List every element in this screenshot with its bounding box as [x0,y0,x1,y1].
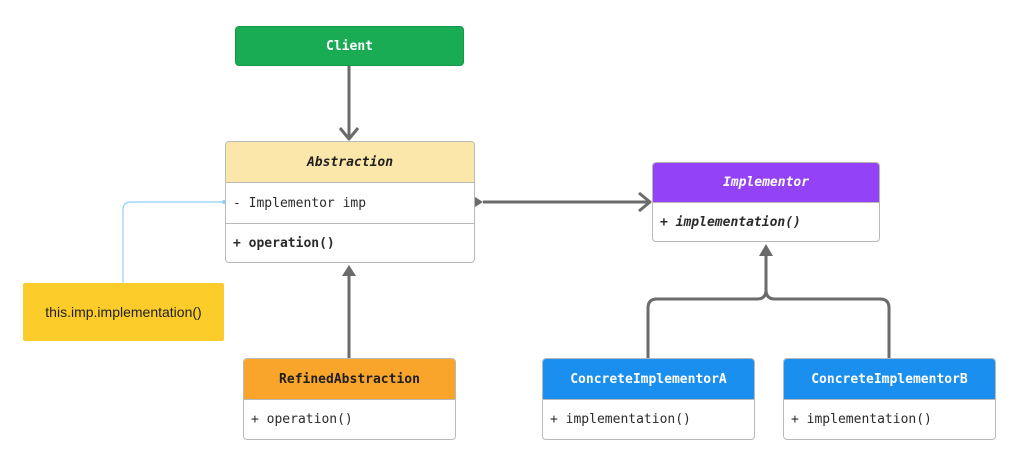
abstraction-class-name: Abstraction [226,142,474,183]
client-class-name: Client [326,38,373,54]
implementor-method: + implementation() [660,214,801,230]
implementor-class-box[interactable]: Implementor + implementation() [652,162,880,242]
abstraction-class-box[interactable]: Abstraction - Implementor imp + operatio… [225,141,475,263]
refined-abstraction-method: + operation() [251,412,353,427]
client-class-box[interactable]: Client [235,26,464,66]
concrete-implementor-b-class-name: ConcreteImplementorB [784,359,995,400]
implementor-class-name: Implementor [653,163,879,203]
concrete-implementor-a-class-box[interactable]: ConcreteImplementorA + implementation() [542,358,755,440]
abstraction-attribute: - Implementor imp [233,195,367,211]
concrete-a-inheritance-line [646,255,768,358]
implementation-note-text: this.imp.implementation() [45,304,202,320]
note-link [122,201,222,283]
refined-abstraction-class-name: RefinedAbstraction [244,359,455,400]
concrete-implementor-b-class-box[interactable]: ConcreteImplementorB + implementation() [783,358,996,440]
concrete-implementor-b-method: + implementation() [791,412,932,427]
client-abstraction-arrowhead [338,127,360,141]
refined-inheritance-arrowhead [342,265,356,276]
abstraction-method: + operation() [226,223,474,262]
refined-abstraction-class-box[interactable]: RefinedAbstraction + operation() [243,358,456,440]
concrete-implementor-a-class-name: ConcreteImplementorA [543,359,754,400]
implementor-inheritance-arrowhead [759,244,773,256]
composition-arrowhead [638,191,652,213]
concrete-b-inheritance-line [764,289,891,358]
implementation-note[interactable]: this.imp.implementation() [23,283,224,341]
concrete-implementor-a-method: + implementation() [550,412,691,427]
